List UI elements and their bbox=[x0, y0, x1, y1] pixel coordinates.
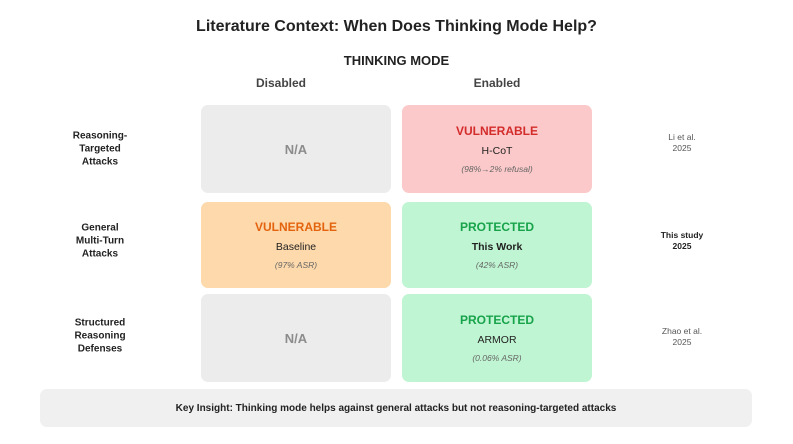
column-label-enabled: Enabled bbox=[473, 76, 521, 90]
row-label-line: Structured bbox=[74, 317, 126, 329]
row-label-structured-reasoning-defenses: Structured Reasoning Defenses bbox=[40, 317, 160, 356]
row-label-reasoning-targeted-attacks: Reasoning- Targeted Attacks bbox=[40, 130, 160, 169]
method-name: ARMOR bbox=[477, 334, 517, 346]
column-group-header: THINKING MODE bbox=[343, 53, 450, 68]
method-statistic: (42% ASR) bbox=[475, 260, 519, 270]
cell-general-enabled: PROTECTED This Work (42% ASR) bbox=[402, 202, 592, 288]
row-label-line: Attacks bbox=[81, 156, 119, 168]
not-applicable-text: N/A bbox=[284, 330, 308, 346]
reference-citation: This study 2025 bbox=[612, 230, 752, 252]
status-label-vulnerable: VULNERABLE bbox=[455, 124, 538, 138]
row-label-line: Multi-Turn bbox=[75, 235, 125, 247]
reference-line: Li et al. bbox=[668, 132, 696, 142]
key-insight-box: Key Insight: Thinking mode helps against… bbox=[40, 389, 752, 427]
row-label-line: General bbox=[81, 222, 119, 234]
status-label-protected: PROTECTED bbox=[459, 313, 534, 327]
reference-line: This study bbox=[660, 230, 704, 240]
status-label-vulnerable: VULNERABLE bbox=[254, 220, 337, 234]
method-statistic: (0.06% ASR) bbox=[472, 353, 522, 363]
key-insight-text: Key Insight: Thinking mode helps against… bbox=[175, 402, 617, 414]
row-label-line: Attacks bbox=[81, 248, 119, 260]
reference-line: 2025 bbox=[672, 143, 692, 153]
method-name: H-CoT bbox=[481, 145, 513, 157]
status-label-protected: PROTECTED bbox=[459, 220, 534, 234]
column-label-disabled: Disabled bbox=[255, 76, 306, 90]
cell-general-disabled: VULNERABLE Baseline (97% ASR) bbox=[201, 202, 391, 288]
method-name: Baseline bbox=[275, 241, 317, 253]
row-label-line: Targeted bbox=[79, 143, 121, 155]
page-title: Literature Context: When Does Thinking M… bbox=[196, 18, 597, 35]
not-applicable-text: N/A bbox=[284, 141, 308, 157]
cell-reasoning-enabled: VULNERABLE H-CoT (98%→2% refusal) bbox=[402, 105, 592, 193]
method-name: This Work bbox=[471, 241, 523, 253]
cell-structured-enabled: PROTECTED ARMOR (0.06% ASR) bbox=[402, 294, 592, 382]
cell-reasoning-disabled: N/A bbox=[201, 105, 391, 193]
row-label-line: Reasoning bbox=[74, 330, 126, 342]
row-label-general-multi-turn-attacks: General Multi-Turn Attacks bbox=[40, 222, 160, 261]
reference-line: Zhao et al. bbox=[661, 326, 703, 336]
reference-citation: Zhao et al. 2025 bbox=[612, 326, 752, 348]
reference-citation: Li et al. 2025 bbox=[612, 132, 752, 154]
method-statistic: (97% ASR) bbox=[274, 260, 318, 270]
cell-structured-disabled: N/A bbox=[201, 294, 391, 382]
row-label-line: Defenses bbox=[77, 343, 123, 355]
reference-line: 2025 bbox=[672, 241, 692, 251]
row-label-line: Reasoning- bbox=[72, 130, 128, 142]
reference-line: 2025 bbox=[672, 337, 692, 347]
method-statistic: (98%→2% refusal) bbox=[461, 164, 533, 174]
